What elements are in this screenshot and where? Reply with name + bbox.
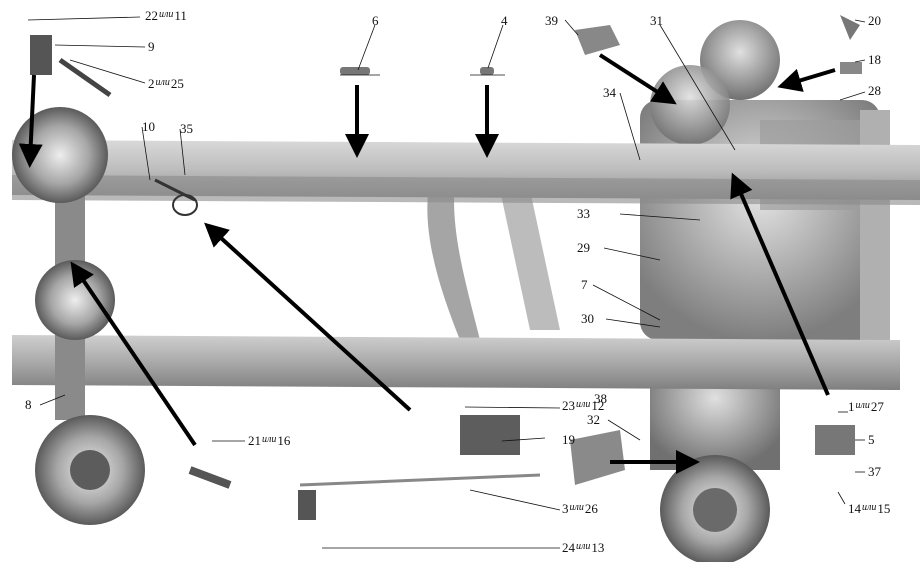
callout-23-12: 23или12: [562, 398, 605, 413]
callout-2-25: 2или25: [148, 76, 184, 91]
callout-21-16: 21или16: [248, 433, 291, 448]
callout-39: 39: [545, 13, 558, 28]
callout-18: 18: [868, 52, 881, 67]
callout-3-26: 3или26: [562, 501, 598, 516]
callout-6: 6: [372, 13, 379, 28]
callout-30: 30: [581, 311, 594, 326]
callout-19: 19: [562, 432, 575, 447]
callout-37: 37: [868, 464, 881, 479]
callout-28: 28: [868, 83, 881, 98]
sensor-detail-parts: [30, 15, 862, 520]
callout-32: 32: [587, 412, 600, 427]
callout-7: 7: [581, 277, 588, 292]
frame-crossmember: [427, 180, 560, 340]
callout-38: 38: [594, 391, 607, 406]
callout-9: 9: [148, 39, 155, 54]
callout-20: 20: [868, 13, 881, 28]
callout-14-15: 14или15: [848, 501, 891, 516]
pointer-arrows: [18, 53, 836, 474]
frame-rail-lower: [12, 335, 900, 390]
callout-35: 35: [180, 121, 193, 136]
callout-34: 34: [603, 85, 616, 100]
leader-lines: [27, 16, 866, 549]
callout-31: 31: [650, 13, 663, 28]
rear-axle: [12, 107, 145, 525]
callout-22-11: 22или11: [145, 8, 187, 23]
callout-24-13: 24или13: [562, 540, 605, 555]
frame-rail-upper: [12, 140, 920, 205]
callout-33: 33: [577, 206, 590, 221]
callout-1-27: 1или27: [848, 399, 884, 414]
callout-29: 29: [577, 240, 590, 255]
callout-8: 8: [25, 397, 32, 412]
front-brake-disc: [660, 455, 770, 565]
callout-5: 5: [868, 432, 875, 447]
callout-4: 4: [501, 13, 508, 28]
callout-10: 10: [142, 119, 155, 134]
